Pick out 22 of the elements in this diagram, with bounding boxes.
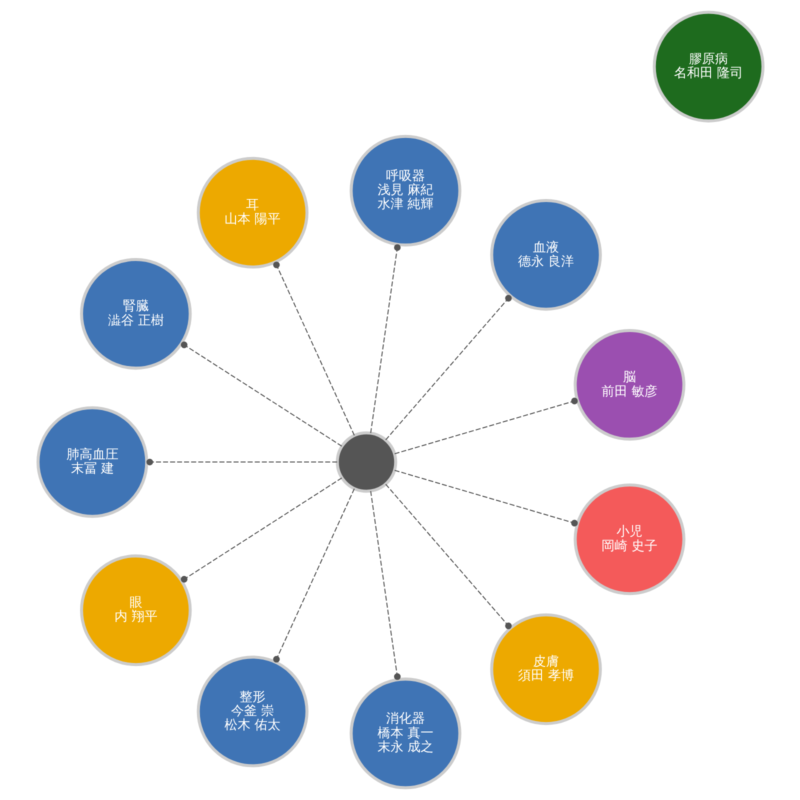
connector [146, 458, 337, 466]
connector [370, 491, 400, 680]
connector [384, 294, 512, 440]
node-circle: 呼吸器 浅見 麻紀 水津 純輝 [349, 134, 461, 247]
connector [394, 398, 578, 454]
connector [272, 488, 354, 663]
connector [370, 244, 400, 434]
node-circle: 脳 前田 敏彦 [573, 328, 685, 441]
connector [180, 342, 342, 447]
node-circle: 膠原病 名和田 隆司 [652, 10, 764, 122]
connector [384, 484, 512, 630]
node-circle: 皮膚 須田 孝博 [490, 613, 602, 726]
node-person [335, 431, 397, 493]
node-circle: 小児 岡崎 史子 [573, 483, 685, 596]
connector [272, 262, 354, 436]
node-circle: 眼 内 翔平 [80, 554, 192, 666]
node-circle: 血液 德永 良洋 [490, 199, 602, 311]
connector [394, 470, 578, 526]
node-circle: 消化器 橋本 真一 末永 成之 [349, 678, 461, 790]
node-circle: 肺高血圧 末冨 建 [36, 406, 148, 518]
connector [180, 478, 342, 583]
node-circle: 腎臓 澁谷 正樹 [80, 258, 192, 370]
